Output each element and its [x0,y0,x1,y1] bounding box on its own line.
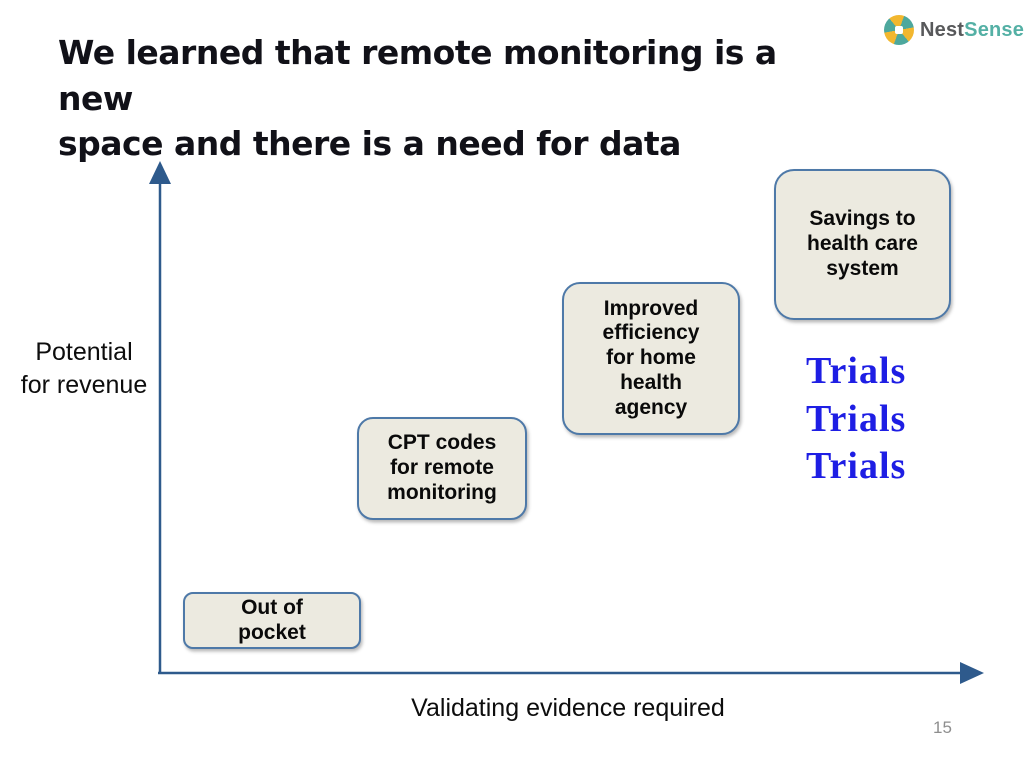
y-axis-label: Potential for revenue [20,338,148,399]
logo-wordmark: NestSense [920,19,1024,42]
trials-line: Trials [806,350,907,392]
page-title: We learned that remote monitoring is a n… [58,30,858,167]
stage-box-savings: Savings to health care system [774,169,951,320]
trials-annotation: Trials Trials Trials [806,348,906,491]
trials-line: Trials [806,445,907,487]
logo-text-sense: Sense [964,18,1024,41]
stage-box-out-of-pocket: Out of pocket [183,592,361,649]
page-number: 15 [933,718,952,737]
stage-box-cpt-codes: CPT codes for remote monitoring [357,417,527,520]
stage-box-label: Out of pocket [238,595,306,644]
stage-box-improved-efficiency: Improved efficiency for home health agen… [562,282,740,435]
stage-box-label: Improved efficiency for home health agen… [602,296,700,419]
logo-text-nest: Nest [920,18,965,41]
page-title-line-2: space and there is a need for data [58,124,681,164]
y-axis-arrowhead-icon [149,161,171,184]
stage-box-label: CPT codes for remote monitoring [387,431,497,504]
stage-box-label: Savings to health care system [807,207,918,280]
trials-line: Trials [806,397,907,440]
x-axis-arrowhead-icon [960,662,984,684]
pinwheel-icon [884,15,914,45]
x-axis-label: Validating evidence required [411,694,725,722]
page-title-line-1: We learned that remote monitoring is a n… [58,33,777,118]
nestsense-logo: NestSense [884,15,1024,45]
